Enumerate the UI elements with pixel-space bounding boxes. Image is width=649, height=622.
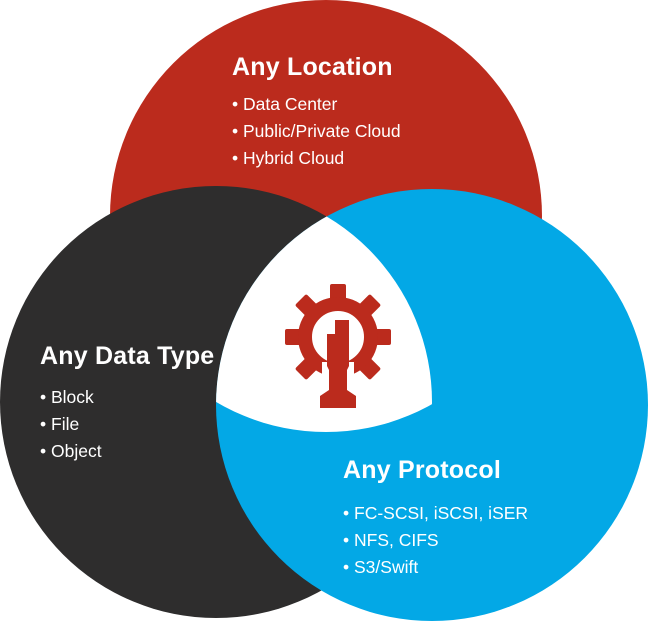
data-type-item: • File: [40, 414, 79, 434]
protocol-item: • S3/Swift: [343, 557, 418, 577]
location-title: Any Location: [232, 53, 393, 81]
protocol-item: • FC-SCSI, iSCSI, iSER: [343, 503, 528, 523]
data-type-title: Any Data Type: [40, 342, 214, 370]
location-item: • Hybrid Cloud: [232, 148, 344, 168]
protocol-title: Any Protocol: [343, 456, 501, 484]
data-type-item: • Block: [40, 387, 94, 407]
protocol-text-group: Any Protocol • FC-SCSI, iSCSI, iSER • NF…: [343, 456, 528, 577]
data-type-text-group: Any Data Type • Block • File • Object: [40, 342, 214, 461]
location-item: • Data Center: [232, 94, 338, 114]
center-overlap-region: [216, 189, 432, 432]
gear-with-pedestal-logo-icon: [285, 284, 391, 408]
protocol-item: • NFS, CIFS: [343, 530, 439, 550]
location-item: • Public/Private Cloud: [232, 121, 401, 141]
data-type-item: • Object: [40, 441, 102, 461]
location-text-group: Any Location • Data Center • Public/Priv…: [232, 53, 401, 168]
